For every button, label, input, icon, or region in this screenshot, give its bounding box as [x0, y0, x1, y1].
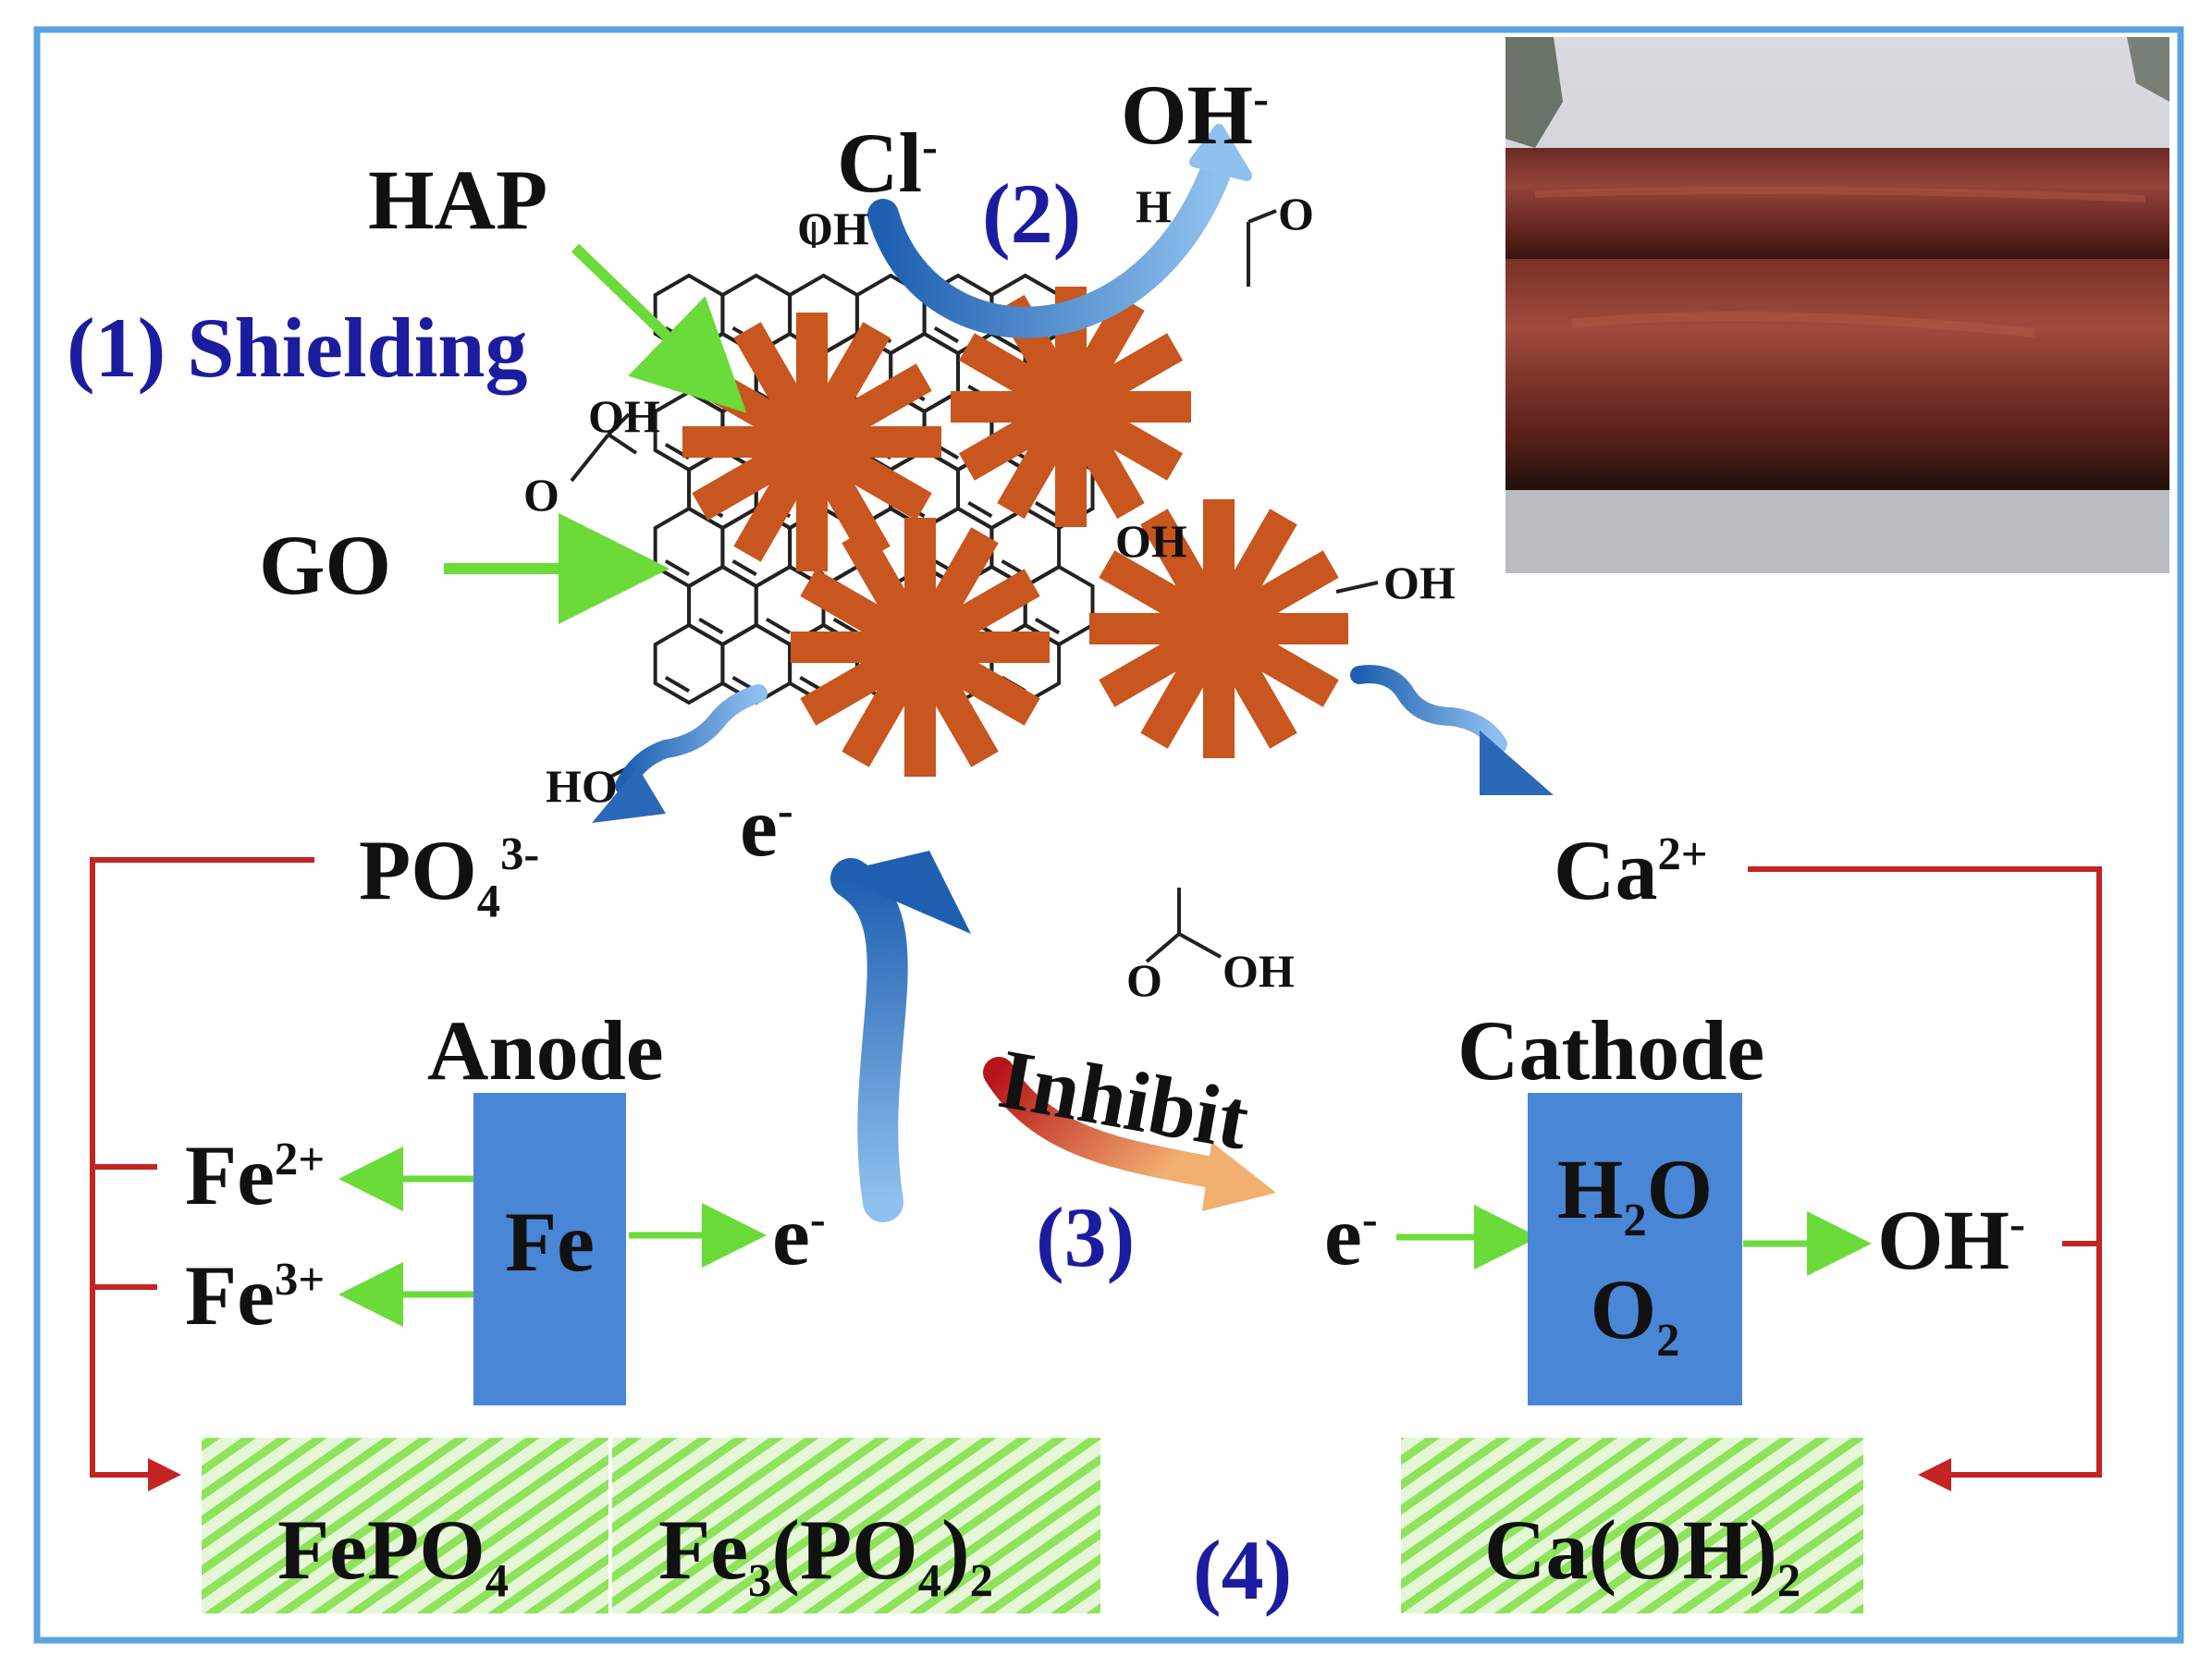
- ferrous-ion-label: Fe2+: [185, 1128, 326, 1222]
- hap-label: HAP: [368, 153, 548, 247]
- mol-oh-3: OH: [1115, 515, 1187, 567]
- double-bond-line: [664, 558, 691, 577]
- mol-oh-bottom: OH: [1223, 945, 1295, 997]
- electron-on-sheet-label: e-: [740, 779, 793, 874]
- diagram-frame: [33, 26, 2184, 1644]
- cathode-box: [1528, 1093, 1742, 1405]
- anode-label: Anode: [427, 1003, 664, 1098]
- functional-group-bonds: [570, 209, 1379, 963]
- fepo4-precipitate-box: [202, 1438, 608, 1613]
- step-4-label: (4): [1193, 1523, 1293, 1617]
- double-bond-line: [731, 558, 757, 577]
- precipitation-lines: [90, 857, 2102, 1491]
- go-label: GO: [259, 518, 392, 612]
- caoh2-precipitate-box: [1401, 1438, 1863, 1613]
- hap-star-icon: [1089, 499, 1348, 758]
- hap-star-icon: [791, 518, 1050, 777]
- cl-exchange-arrow: [867, 155, 1232, 338]
- caoh2-label: Ca(OH)2: [1484, 1502, 1801, 1607]
- hydroxide-top-label: OH-: [1121, 67, 1269, 162]
- fepo4-label: FePO4: [277, 1502, 510, 1607]
- double-bond-line: [765, 617, 792, 635]
- double-bond-line: [933, 325, 960, 344]
- cathode-o2-text: O2: [1590, 1262, 1680, 1367]
- calcium-label: Ca2+: [1554, 823, 1708, 917]
- double-bond-line: [967, 500, 993, 519]
- phosphate-label: PO43-: [359, 823, 540, 927]
- hap-star-group: [682, 287, 1348, 777]
- mol-oh-2: OH: [588, 390, 660, 442]
- double-bond-line: [1034, 617, 1061, 635]
- chloride-label: Cl-: [837, 116, 938, 210]
- step-3-label: (3): [1036, 1190, 1136, 1284]
- mol-ho: HO: [546, 760, 618, 812]
- step-2-label: (2): [982, 166, 1082, 261]
- double-bond-line: [698, 617, 724, 635]
- double-bond-line: [664, 675, 691, 693]
- cathode-h2o-text: H2O: [1556, 1142, 1714, 1246]
- ca-release-arrow: [1350, 665, 1507, 754]
- hydroxide-right-label: OH-: [1877, 1193, 2025, 1287]
- shielding-label: (1) Shielding: [67, 300, 528, 395]
- cathode-electron-label: e-: [1324, 1188, 1378, 1282]
- anode-fe-text: Fe: [504, 1195, 596, 1289]
- mol-o-top: O: [1278, 188, 1314, 239]
- reaction-arrows: [338, 1147, 1872, 1327]
- mol-oh-4: OH: [1383, 557, 1456, 608]
- mol-o-1: O: [523, 469, 559, 521]
- anode-electron-label: e-: [772, 1188, 826, 1282]
- anode-fe-box: [473, 1093, 626, 1405]
- fe3po42-label: Fe3(PO4)2: [658, 1502, 993, 1607]
- rusty-pipes-photo: [1505, 37, 2169, 573]
- cathode-label: Cathode: [1457, 1003, 1765, 1098]
- fe3po42-precipitate-box: [612, 1438, 1100, 1613]
- hap-pointer-arrow: [571, 243, 747, 413]
- double-bond-line: [832, 617, 858, 635]
- electron-transfer-arrow: [830, 858, 908, 1222]
- ferric-ion-label: Fe3+: [185, 1248, 326, 1343]
- mol-h-top: H: [1136, 180, 1172, 232]
- mol-o-bottom: O: [1126, 954, 1162, 1006]
- inhibit-arrow: [983, 1057, 1236, 1190]
- po4-release-arrow: [615, 684, 768, 795]
- double-bond-line: [1034, 500, 1061, 519]
- mol-oh-1: OH: [797, 202, 869, 254]
